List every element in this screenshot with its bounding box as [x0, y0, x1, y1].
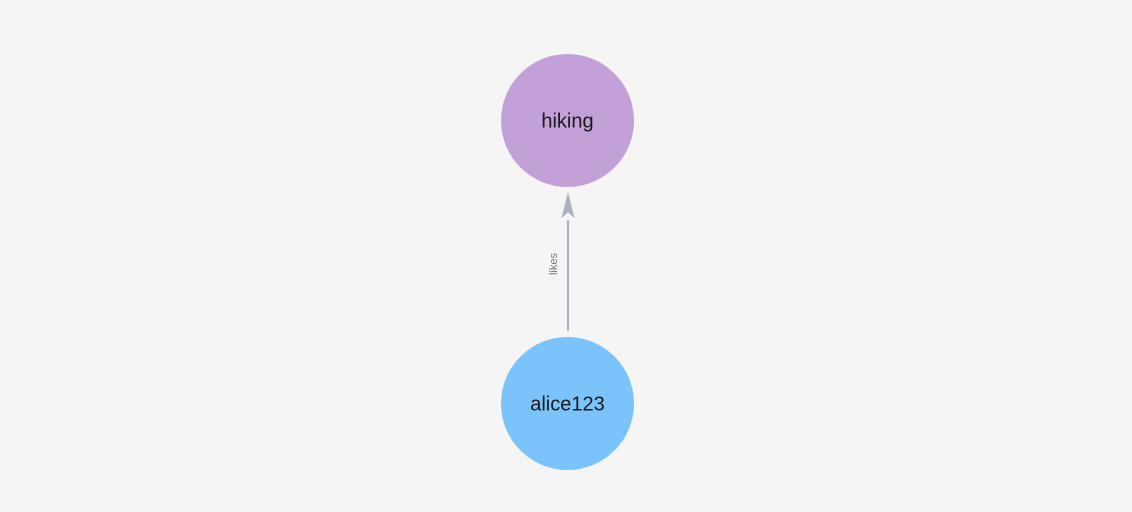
edge-arrowhead-icon — [561, 192, 575, 218]
graph-edge-alice123-hiking[interactable]: likes — [548, 192, 575, 331]
graph-node-hiking[interactable]: hiking — [501, 54, 634, 187]
edge-label-likes: likes — [548, 253, 560, 276]
graph-node-alice123[interactable]: alice123 — [501, 337, 634, 470]
node-circle-alice123[interactable] — [501, 337, 634, 470]
node-circle-hiking[interactable] — [501, 54, 634, 187]
